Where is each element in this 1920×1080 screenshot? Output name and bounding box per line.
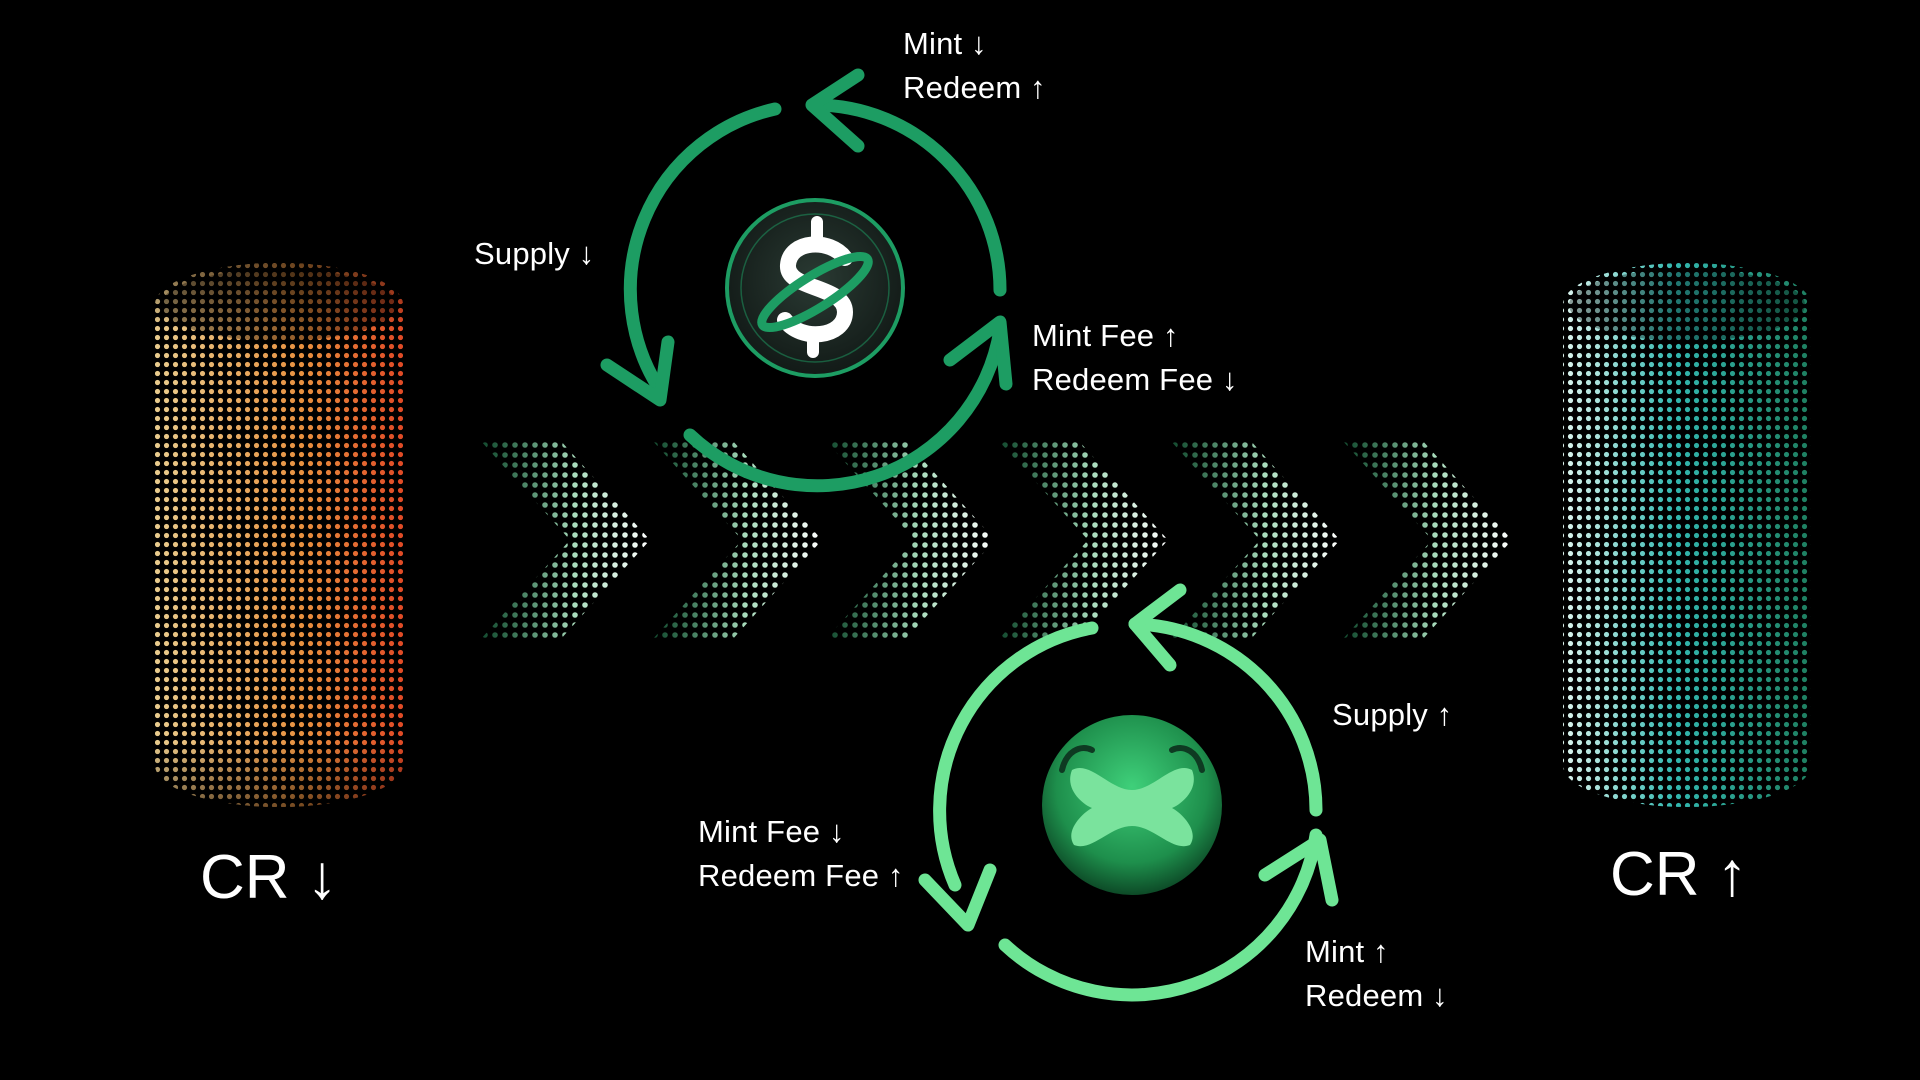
- cycle-arrow-bottom: [998, 828, 1323, 1002]
- top-supply-text: Supply ↓: [474, 236, 595, 271]
- bottom-supply-text: Supply ↑: [1332, 697, 1453, 732]
- top-redeem-label: Redeem ↑: [903, 70, 1046, 105]
- stablecoin-dollar-icon: [725, 198, 905, 378]
- bottom-redeem-label: Redeem ↓: [1305, 978, 1448, 1013]
- bottom-mint-redeem-label: Mint ↑ Redeem ↓: [1305, 930, 1448, 1018]
- dotted-chevron-icon: [825, 440, 995, 640]
- cycle-arrow-bottom: [683, 323, 1007, 493]
- top-cycle: [600, 68, 1013, 493]
- bottom-supply-label: Supply ↑: [1332, 693, 1453, 737]
- dotted-chevron-icon: [1342, 440, 1512, 640]
- top-redeem-fee-label: Redeem Fee ↓: [1032, 362, 1238, 397]
- top-fee-label: Mint Fee ↑ Redeem Fee ↓: [1032, 314, 1238, 402]
- cycle-arrow-left: [623, 102, 782, 397]
- bottom-mint-label: Mint ↑: [1305, 934, 1389, 969]
- bottom-redeem-fee-label: Redeem Fee ↑: [698, 858, 904, 893]
- cycle-arrow-top: [933, 621, 1099, 892]
- governance-token-icon: [1042, 715, 1222, 895]
- cycle-arrow-right: [1128, 617, 1323, 817]
- bottom-mint-fee-label: Mint Fee ↓: [698, 814, 845, 849]
- flow-chevrons: [480, 440, 1512, 640]
- bottom-cycle: [918, 583, 1339, 1002]
- high-cr-cylinder: [1563, 263, 1811, 807]
- top-supply-label: Supply ↓: [474, 232, 595, 276]
- low-cr-cylinder: [155, 263, 403, 807]
- low-cr-label: CR ↓: [200, 843, 338, 912]
- cycle-arrow-top: [808, 98, 1007, 297]
- top-mint-redeem-label: Mint ↓ Redeem ↑: [903, 22, 1046, 110]
- top-mint-label: Mint ↓: [903, 26, 987, 61]
- high-cr-label: CR ↑: [1610, 840, 1748, 909]
- bottom-fee-label: Mint Fee ↓ Redeem Fee ↑: [698, 810, 904, 898]
- dotted-chevron-icon: [1170, 440, 1340, 640]
- dotted-chevron-icon: [480, 440, 650, 640]
- dotted-chevron-icon: [998, 440, 1168, 640]
- top-mint-fee-label: Mint Fee ↑: [1032, 318, 1179, 353]
- dotted-chevron-icon: [652, 440, 822, 640]
